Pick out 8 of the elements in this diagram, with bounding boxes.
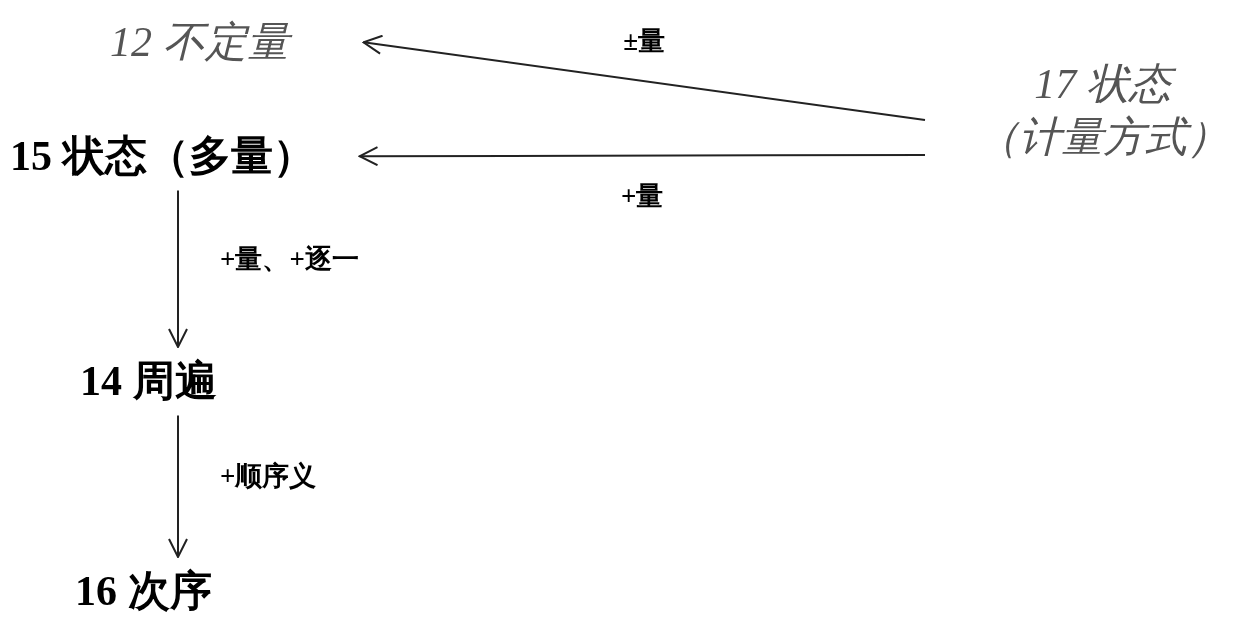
- node-label: 14 周遍: [80, 355, 217, 408]
- arrow: [168, 414, 188, 558]
- arrow: [168, 189, 188, 348]
- arrow: [362, 34, 926, 121]
- node-label: 17 状态（计量方式）: [945, 58, 1260, 163]
- node-label: 16 次序: [75, 565, 212, 618]
- arrow: [358, 146, 926, 167]
- node-label: 15 状态（多量）: [10, 130, 315, 183]
